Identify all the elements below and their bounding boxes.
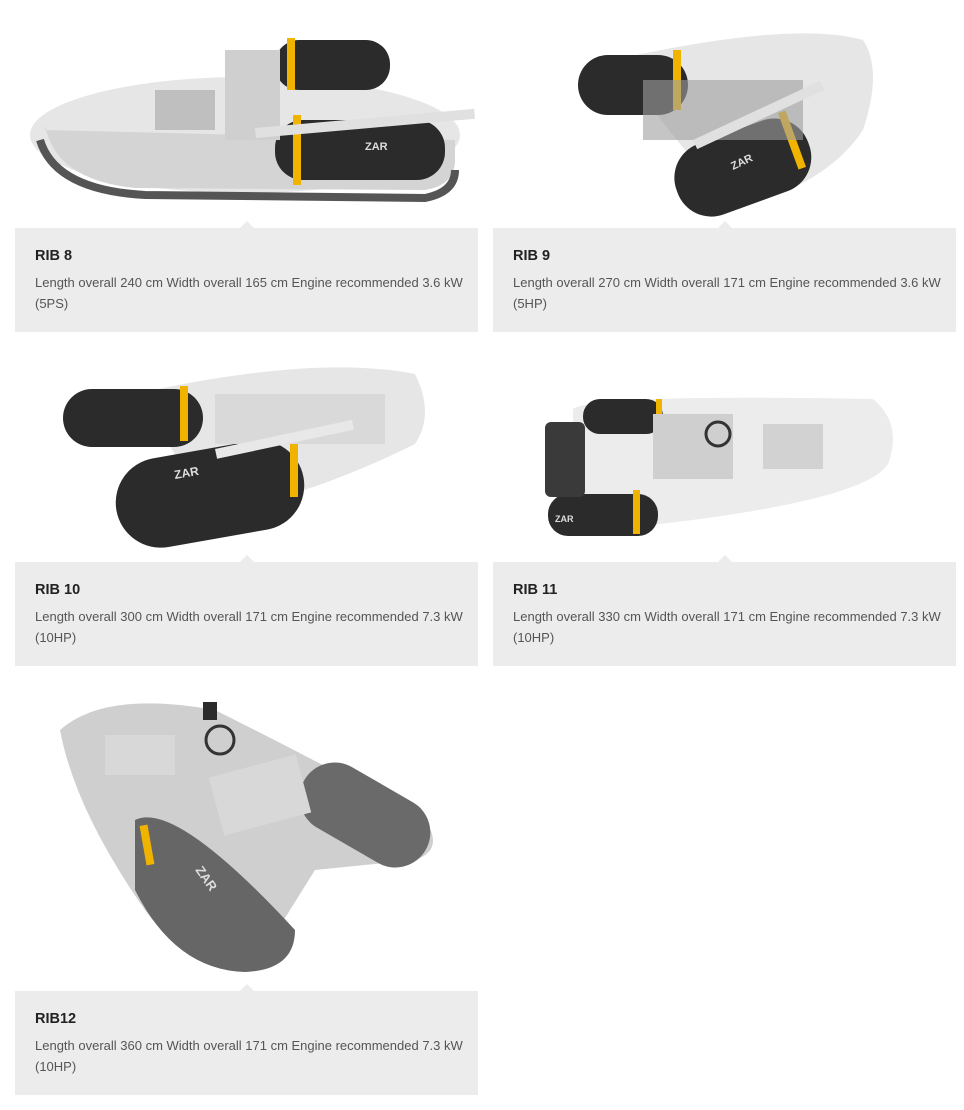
product-caption: RIB12 Length overall 360 cm Width overal… xyxy=(15,984,478,1095)
product-image-rib10[interactable]: ZAR xyxy=(15,354,478,569)
product-description: Length overall 330 cm Width overall 171 … xyxy=(513,609,941,645)
product-card-rib12[interactable]: ZAR RIB12 Length overall 360 cm Width ov… xyxy=(15,690,478,1095)
svg-text:ZAR: ZAR xyxy=(173,464,200,482)
product-description: Length overall 270 cm Width overall 171 … xyxy=(513,275,941,311)
product-image-rib12[interactable]: ZAR xyxy=(15,690,478,990)
boat-illustration: ZAR xyxy=(545,397,893,536)
boat-illustration: ZAR xyxy=(63,367,425,548)
product-caption: RIB 9 Length overall 270 cm Width overal… xyxy=(493,221,956,332)
product-title[interactable]: RIB 10 xyxy=(35,582,81,598)
product-card-rib10[interactable]: ZAR RIB 10 Length overall 300 cm Width o… xyxy=(15,354,478,666)
svg-text:ZAR: ZAR xyxy=(555,514,574,524)
product-title[interactable]: RIB 11 xyxy=(513,582,558,598)
product-card-rib9[interactable]: ZAR RIB 9 Length overall 270 cm Width ov… xyxy=(493,20,956,332)
product-image-rib11[interactable]: ZAR xyxy=(493,354,956,569)
boat-illustration: ZAR xyxy=(578,33,873,217)
product-description: Length overall 300 cm Width overall 171 … xyxy=(35,609,463,645)
product-card-rib8[interactable]: ZAR RIB 8 Length overall 240 cm Width ov… xyxy=(15,20,478,332)
boat-illustration: ZAR xyxy=(30,38,476,203)
product-card-rib11[interactable]: ZAR RIB 11 Length overall 330 cm Width o… xyxy=(493,354,956,666)
product-title[interactable]: RIB 8 xyxy=(35,248,73,264)
product-image-rib9[interactable]: ZAR xyxy=(493,20,956,235)
product-title[interactable]: RIB 9 xyxy=(513,248,551,264)
product-caption: RIB 10 Length overall 300 cm Width overa… xyxy=(15,555,478,666)
product-title[interactable]: RIB12 xyxy=(35,1011,77,1027)
boat-illustration: ZAR xyxy=(60,702,433,972)
product-description: Length overall 240 cm Width overall 165 … xyxy=(35,275,463,311)
product-description: Length overall 360 cm Width overall 171 … xyxy=(35,1038,463,1074)
svg-text:ZAR: ZAR xyxy=(365,141,388,153)
product-caption: RIB 8 Length overall 240 cm Width overal… xyxy=(15,221,478,332)
product-image-rib8[interactable]: ZAR xyxy=(15,20,478,235)
product-caption: RIB 11 Length overall 330 cm Width overa… xyxy=(493,555,956,666)
